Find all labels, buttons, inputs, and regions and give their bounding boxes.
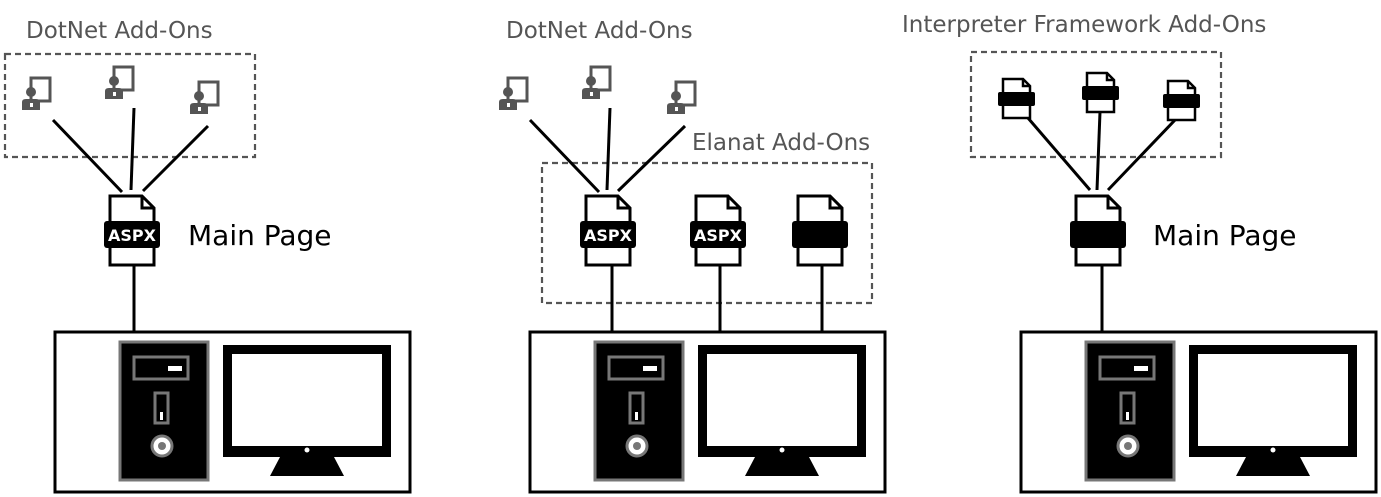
addon-icon — [580, 65, 612, 101]
connector — [528, 118, 601, 194]
aspx-badge: ASPX — [584, 226, 633, 245]
addon-icon — [20, 76, 52, 112]
panel-right: Interpreter Framework Add-Ons Main Page — [902, 12, 1378, 494]
interpreter-addons-group — [969, 50, 1223, 159]
dotnet-addons-label: DotNet Add-Ons — [506, 18, 693, 44]
main-page-file-icon: ASPX — [102, 194, 162, 267]
connector — [616, 124, 687, 193]
dotnet-addons-label: DotNet Add-Ons — [26, 18, 213, 44]
connector — [1026, 117, 1092, 191]
main-page-label: Main Page — [188, 219, 332, 252]
file-icon — [790, 194, 850, 267]
panel-middle: DotNet Add-Ons Elanat Add-Ons ASPX ASPX — [497, 18, 887, 494]
elanat-addons-label: Elanat Add-Ons — [692, 130, 870, 156]
small-file-icon — [996, 77, 1037, 120]
small-file-icon — [1080, 71, 1121, 114]
connector — [1095, 111, 1102, 191]
addon-icon — [188, 80, 220, 116]
aspx-file-icon: ASPX — [578, 194, 638, 267]
aspx-badge: ASPX — [694, 226, 743, 245]
addon-icon — [103, 65, 135, 101]
addon-icon — [497, 76, 529, 112]
addon-icon — [665, 80, 697, 116]
connector — [1106, 118, 1177, 192]
dotnet-addons-group — [3, 52, 257, 159]
interpreter-addons-label: Interpreter Framework Add-Ons — [902, 12, 1266, 38]
connector — [605, 107, 612, 191]
aspx-file-icon: ASPX — [688, 194, 748, 267]
small-file-icon — [1161, 79, 1202, 122]
connector — [129, 107, 136, 191]
elanat-addons-group — [540, 161, 874, 305]
connector — [51, 118, 124, 194]
main-page-label: Main Page — [1153, 219, 1297, 252]
main-page-file-icon — [1068, 194, 1128, 267]
aspx-badge: ASPX — [108, 226, 157, 245]
connector — [141, 124, 210, 193]
panel-left: DotNet Add-Ons ASPX Main Page — [3, 18, 412, 494]
